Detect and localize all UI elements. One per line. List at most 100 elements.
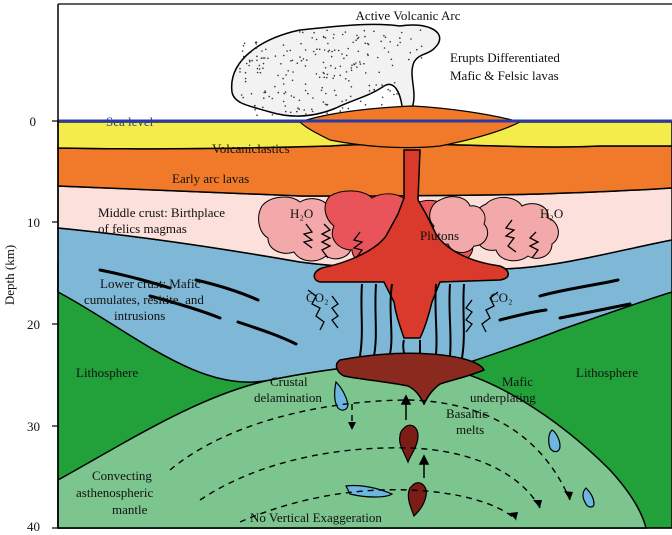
ash-dot bbox=[349, 95, 352, 98]
ash-dot bbox=[312, 97, 314, 99]
ash-dot bbox=[355, 39, 357, 41]
ash-dot bbox=[262, 67, 264, 69]
ash-dot bbox=[416, 48, 418, 51]
ash-dot bbox=[256, 67, 259, 70]
ash-dot bbox=[367, 54, 369, 57]
early-arc-lavas-label: Early arc lavas bbox=[172, 171, 249, 186]
ash-dot bbox=[253, 105, 256, 107]
ash-dot bbox=[296, 62, 299, 64]
ash-dot bbox=[390, 58, 393, 61]
ash-dot bbox=[300, 42, 302, 45]
ash-dot bbox=[375, 84, 378, 86]
ash-dot bbox=[262, 106, 264, 109]
ash-dot bbox=[263, 91, 266, 94]
delamination-drip bbox=[334, 380, 349, 411]
mantle-label-2: asthenospheric bbox=[76, 485, 153, 500]
ash-dot bbox=[327, 42, 329, 45]
ash-dot bbox=[297, 107, 299, 109]
ash-dot bbox=[339, 110, 342, 112]
ash-dot bbox=[298, 99, 301, 102]
cumulate-streaks bbox=[98, 268, 632, 346]
ash-dot bbox=[393, 82, 396, 84]
ash-dot bbox=[387, 51, 390, 53]
ash-dot bbox=[399, 41, 402, 44]
surface-lava-wedge bbox=[298, 105, 522, 149]
ash-dot bbox=[321, 86, 324, 89]
h2o-label-left: H₂O bbox=[290, 206, 313, 221]
tick-label-30: 30 bbox=[27, 419, 40, 434]
ash-dot bbox=[339, 74, 342, 77]
volcaniclastics-label: Volcaniclastics bbox=[212, 141, 290, 156]
ash-dot bbox=[364, 42, 367, 45]
ash-dot bbox=[242, 96, 244, 99]
ash-dot bbox=[262, 62, 265, 65]
ash-dot bbox=[289, 49, 292, 52]
ash-dot bbox=[285, 74, 287, 76]
ash-dot bbox=[409, 51, 412, 54]
ash-dot bbox=[307, 92, 309, 95]
ash-dot bbox=[352, 41, 355, 44]
plume-ash-dots bbox=[239, 29, 423, 117]
ash-dot bbox=[341, 107, 344, 109]
ash-dot bbox=[326, 73, 329, 76]
ash-dot bbox=[318, 48, 321, 51]
ash-dot bbox=[357, 36, 360, 39]
ash-dot bbox=[341, 33, 344, 36]
ash-dot bbox=[274, 55, 277, 57]
ash-dot bbox=[311, 108, 313, 111]
plutons-label: Plutons bbox=[420, 228, 459, 243]
ash-dot bbox=[363, 62, 365, 65]
ash-dot bbox=[240, 60, 243, 62]
ash-dot bbox=[283, 54, 285, 57]
ash-dot bbox=[420, 45, 423, 48]
ash-dot bbox=[345, 71, 348, 73]
ash-dot bbox=[274, 85, 276, 88]
ash-dot bbox=[286, 50, 288, 52]
basaltic-melts-label-1: Basaltic bbox=[446, 406, 488, 421]
diagram-title: Active Volcanic Arc bbox=[356, 8, 461, 23]
tick-label-10: 10 bbox=[27, 215, 40, 230]
ash-dot bbox=[290, 60, 292, 62]
ash-dot bbox=[244, 77, 247, 80]
early-arc-lavas-layer bbox=[57, 143, 672, 197]
ash-dot bbox=[262, 57, 265, 59]
lithosphere-label-right: Lithosphere bbox=[576, 365, 638, 380]
ash-dot bbox=[396, 93, 398, 95]
depth-axis: 0 10 20 30 40 Depth (km) bbox=[2, 3, 672, 534]
ash-dot bbox=[287, 70, 290, 72]
ash-dot bbox=[328, 49, 331, 52]
ash-dot bbox=[248, 59, 251, 62]
ash-dot bbox=[350, 67, 353, 69]
ash-dot bbox=[295, 115, 297, 117]
ash-dot bbox=[302, 31, 304, 34]
ash-dot bbox=[311, 37, 314, 39]
ash-dot bbox=[410, 38, 412, 40]
ash-dot bbox=[333, 89, 336, 92]
ash-dot bbox=[366, 53, 369, 55]
ash-dot bbox=[251, 59, 253, 62]
middle-crust-label-2: of felics magmas bbox=[98, 221, 187, 236]
ash-dot bbox=[293, 96, 295, 98]
ash-dot bbox=[299, 31, 301, 33]
ash-dot bbox=[323, 76, 326, 79]
ash-dot bbox=[326, 29, 328, 32]
ash-dot bbox=[368, 90, 371, 92]
ash-dot bbox=[364, 35, 366, 38]
ash-dot bbox=[290, 95, 293, 97]
ash-dot bbox=[333, 49, 336, 51]
ash-dot bbox=[244, 80, 247, 83]
ash-dot bbox=[364, 104, 367, 106]
ash-dot bbox=[332, 37, 335, 39]
fluid-wiggle-arrows bbox=[302, 219, 540, 333]
ash-dot bbox=[315, 73, 318, 75]
ash-dot bbox=[383, 47, 386, 49]
ash-dot bbox=[239, 71, 241, 73]
ash-dot bbox=[389, 41, 392, 43]
ash-dot bbox=[383, 85, 386, 87]
ash-dot bbox=[271, 97, 274, 100]
ash-dot bbox=[303, 109, 306, 111]
ash-dot bbox=[268, 95, 271, 98]
ash-dot bbox=[271, 114, 274, 116]
ash-dot bbox=[359, 61, 361, 63]
